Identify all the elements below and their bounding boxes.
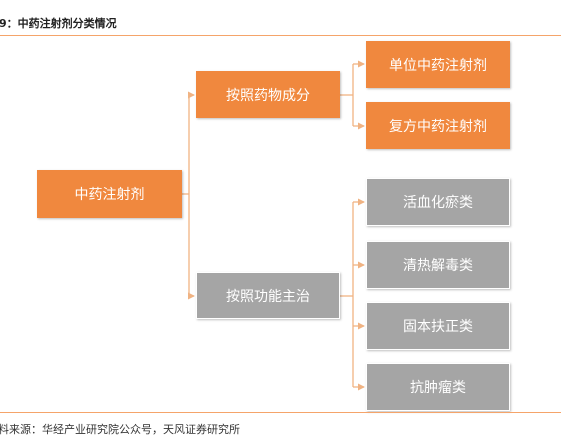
leaf-node-heat-clearing: 清热解毒类 <box>366 241 510 289</box>
bottom-rule <box>0 412 561 413</box>
leaf-node-compound-injection: 复方中药注射剂 <box>366 102 510 149</box>
root-node-label: 中药注射剂 <box>74 187 145 203</box>
branch-node-label: 按照药物成分 <box>226 87 310 104</box>
leaf-node-strengthening: 固本扶正类 <box>366 302 510 350</box>
leaf-node-label: 单位中药注射剂 <box>389 57 487 74</box>
branch-node-function: 按照功能主治 <box>196 272 340 319</box>
figure-title: 9：中药注射剂分类情况 <box>0 17 117 30</box>
top-rule <box>0 35 561 36</box>
leaf-node-label: 复方中药注射剂 <box>389 118 487 135</box>
leaf-node-label: 固本扶正类 <box>403 319 473 335</box>
branch-node-composition: 按照药物成分 <box>196 71 340 118</box>
leaf-node-anti-tumor: 抗肿瘤类 <box>366 363 510 411</box>
leaf-node-label: 抗肿瘤类 <box>410 380 466 396</box>
leaf-node-label: 活血化瘀类 <box>403 195 473 211</box>
source-note: 料来源：华经产业研究院公众号，天风证券研究所 <box>0 423 240 436</box>
root-node: 中药注射剂 <box>37 170 182 218</box>
leaf-node-single-injection: 单位中药注射剂 <box>366 41 510 88</box>
branch-node-label: 按照功能主治 <box>226 288 310 305</box>
leaf-node-label: 清热解毒类 <box>403 258 473 274</box>
leaf-node-blood-stasis: 活血化瘀类 <box>366 178 510 226</box>
